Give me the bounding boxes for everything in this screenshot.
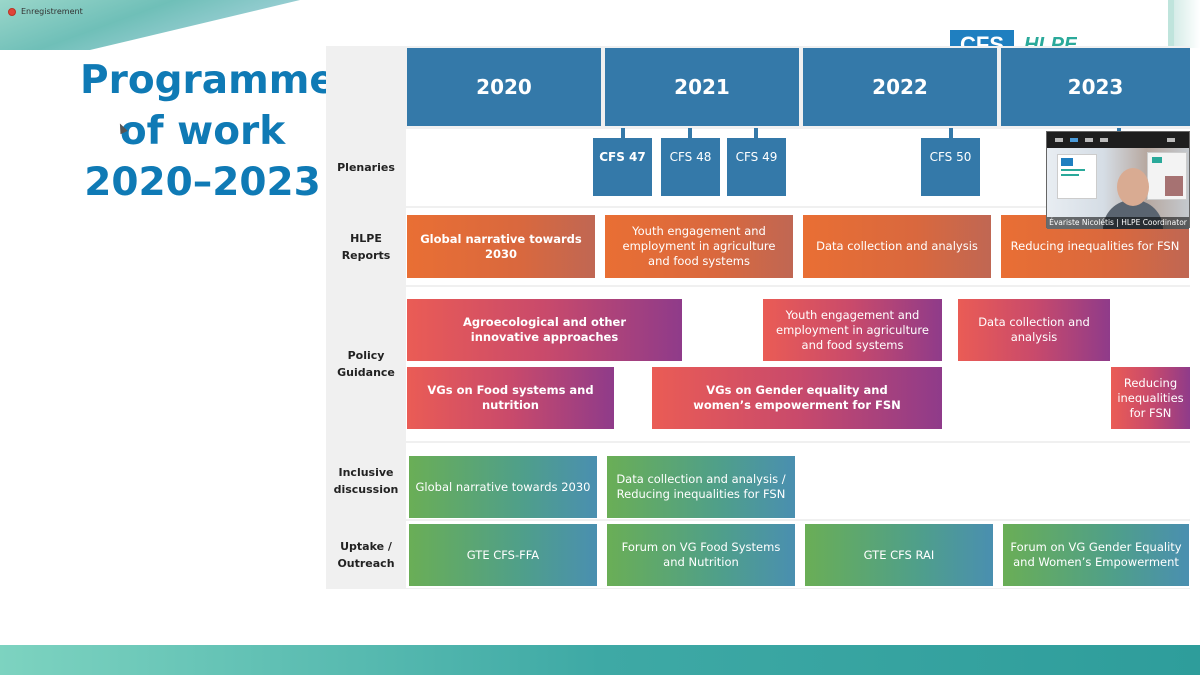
plenary-cfs-50: CFS 50 (921, 138, 980, 196)
policy-youth-engagement: Youth engagement and employment in agric… (763, 299, 942, 361)
grid-view-icon[interactable] (1100, 138, 1108, 142)
plenary-tick (949, 128, 953, 138)
plenary-cfs-48: CFS 48 (661, 138, 720, 196)
speaker-video-feed: Évariste Nicolétis | HLPE Coordinator (1047, 148, 1189, 229)
policy-vgs-gender-equality: VGs on Gender equality and women’s empow… (652, 367, 942, 429)
table-corner-cell (328, 48, 404, 126)
record-icon (8, 8, 16, 16)
recording-indicator: Enregistrement (8, 7, 83, 16)
slide-title-line3: 2020–2023 (80, 157, 325, 208)
inclusive-global-narrative: Global narrative towards 2030 (409, 456, 597, 518)
uptake-gte-cfs-rai: GTE CFS RAI (805, 524, 993, 586)
row-label-uptake-outreach: Uptake / Outreach (328, 521, 404, 588)
minimize-icon[interactable] (1055, 138, 1063, 142)
top-right-stripe (1168, 0, 1174, 48)
row-label-plenaries: Plenaries (328, 129, 404, 206)
row-label-policy-guidance: Policy Guidance (328, 287, 404, 441)
year-header-2021: 2021 (605, 48, 799, 126)
row-label-hlpe-reports: HLPE Reports (328, 208, 404, 285)
slide-title-line2: of work (80, 106, 325, 157)
policy-reducing-inequalities: Reducing inequalities for FSN (1111, 367, 1190, 429)
plenary-tick (688, 128, 692, 138)
year-header-2023: 2023 (1001, 48, 1190, 126)
uptake-gte-cfs-ffa: GTE CFS-FFA (409, 524, 597, 586)
policy-agroecological: Agroecological and other innovative appr… (407, 299, 682, 361)
background-poster (1147, 152, 1187, 200)
background-monitor (1057, 154, 1097, 199)
video-toolbar (1047, 132, 1189, 148)
hlpe-report-global-narrative: Global narrative towards 2030 (407, 215, 595, 278)
recording-label: Enregistrement (21, 7, 83, 16)
slide-title: Programme of work 2020–2023 (80, 55, 325, 208)
row-label-inclusive-discussion: Inclusive discussion (328, 443, 404, 519)
speaker-view-icon[interactable] (1070, 138, 1078, 142)
plenary-tick (621, 128, 625, 138)
inclusive-data-collection: Data collection and analysis / Reducing … (607, 456, 795, 518)
year-header-2022: 2022 (803, 48, 997, 126)
policy-vgs-food-systems: VGs on Food systems and nutrition (407, 367, 614, 429)
speaker-name-label: Évariste Nicolétis | HLPE Coordinator (1047, 217, 1189, 229)
uptake-forum-vg-food-systems: Forum on VG Food Systems and Nutrition (607, 524, 795, 586)
hlpe-report-youth-engagement: Youth engagement and employment in agric… (605, 215, 793, 278)
speaker-video-tile[interactable]: Évariste Nicolétis | HLPE Coordinator (1046, 131, 1190, 228)
plenary-cfs-47: CFS 47 (593, 138, 652, 196)
hlpe-report-data-collection: Data collection and analysis (803, 215, 991, 278)
plenary-tick (754, 128, 758, 138)
slide-title-line1: Programme (80, 55, 325, 106)
uptake-forum-vg-gender-equality: Forum on VG Gender Equality and Women’s … (1003, 524, 1189, 586)
top-right-decoration (1170, 0, 1200, 48)
strip-view-icon[interactable] (1085, 138, 1093, 142)
plenary-cfs-49: CFS 49 (727, 138, 786, 196)
year-header-2020: 2020 (407, 48, 601, 126)
speaker-head (1117, 168, 1149, 206)
popout-icon[interactable] (1167, 138, 1175, 142)
policy-data-collection: Data collection and analysis (958, 299, 1110, 361)
bottom-decoration-bar (0, 645, 1200, 675)
